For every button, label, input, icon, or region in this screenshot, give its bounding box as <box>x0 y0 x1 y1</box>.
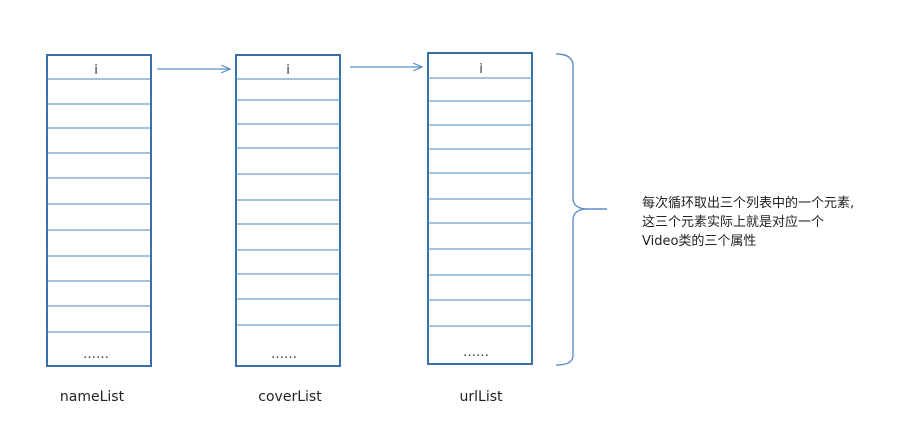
urllist-table: i …… <box>427 52 533 365</box>
namelist-first-cell: i <box>94 63 98 78</box>
note-line: 每次循环取出三个列表中的一个元素, <box>642 196 855 211</box>
coverlist-first-cell: i <box>286 63 290 78</box>
namelist-label: nameList <box>60 389 125 405</box>
namelist-table: i …… <box>46 54 152 367</box>
coverlist-box <box>235 54 341 367</box>
right-brace <box>555 53 607 366</box>
urllist-row-lines <box>428 77 532 327</box>
note-line: 这三个元素实际上就是对应一个 <box>642 215 825 230</box>
note-line: Video类的三个属性 <box>642 234 757 249</box>
namelist-box <box>46 54 152 367</box>
coverlist-table: i …… <box>235 54 341 367</box>
urllist-label: urlList <box>460 389 504 405</box>
urllist-first-cell: i <box>479 62 483 77</box>
urllist-box <box>427 52 533 365</box>
namelist-row-lines <box>47 78 151 333</box>
coverlist-last-cell: …… <box>271 347 297 362</box>
urllist-last-cell: …… <box>463 345 489 360</box>
explanation-note: 每次循环取出三个列表中的一个元素, 这三个元素实际上就是对应一个 Video类的… <box>642 194 897 251</box>
namelist-last-cell: …… <box>83 347 109 362</box>
coverlist-label: coverList <box>258 389 322 405</box>
coverlist-row-lines <box>236 78 340 326</box>
